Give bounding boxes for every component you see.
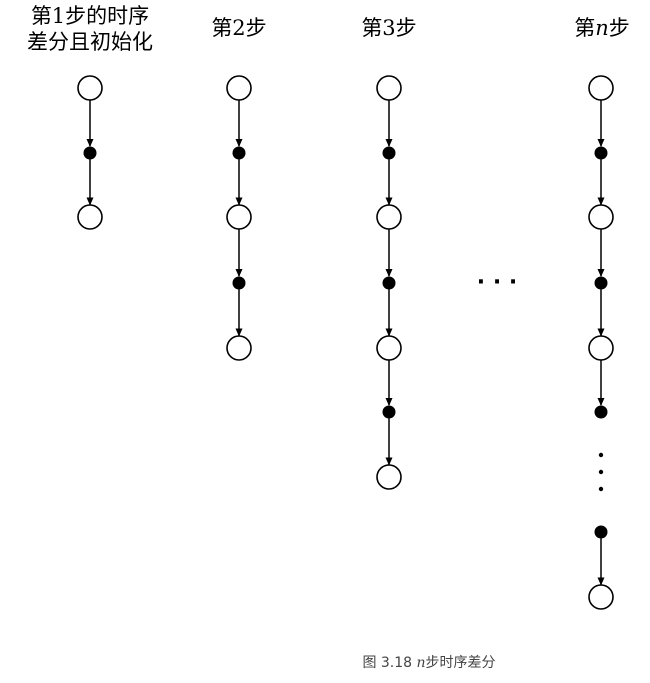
caption-pre: 图 3.18 [362,655,417,671]
action-node-1 [594,276,608,290]
state-node-3 [588,584,614,610]
column-title-step-1-line-1: 第1步的时序 [30,4,150,28]
vertical-ellipsis-dot-0 [598,452,604,458]
action-node-1 [232,276,246,290]
state-node-1 [77,204,103,230]
column-title-step-2-text: 第2步 [211,16,267,40]
action-node-3 [594,525,608,539]
state-node-1 [588,204,614,230]
state-node-2 [376,335,402,361]
column-title-step-n-pre: 第 [574,16,596,40]
column-title-step-1: 第1步的时序 差分且初始化 [10,3,170,55]
column-title-step-n-post: 步 [608,16,630,40]
state-node-0 [376,75,402,101]
state-node-2 [226,335,252,361]
action-node-0 [83,146,97,160]
action-node-2 [382,405,396,419]
state-node-1 [376,204,402,230]
state-node-0 [77,75,103,101]
chain-step-2 [226,75,252,361]
figure-caption: 图 3.18 n步时序差分 [0,652,650,672]
caption-var: n [416,655,426,671]
caption-post: 步时序差分 [425,655,496,671]
chain-step-n [588,75,614,610]
column-title-step-3-text: 第3步 [361,16,417,40]
state-node-3 [376,464,402,490]
state-node-0 [588,75,614,101]
action-node-0 [382,146,396,160]
state-node-0 [226,75,252,101]
column-title-step-n: 第n步 [552,15,650,41]
vertical-ellipsis-dot-1 [598,469,604,475]
horizontal-ellipsis: · · · [476,270,518,295]
action-node-2 [594,405,608,419]
action-node-0 [594,146,608,160]
column-title-step-3: 第3步 [339,15,439,41]
backup-diagram [77,75,614,610]
state-node-1 [226,204,252,230]
chain-step-3 [376,75,402,490]
diagram-layer [77,75,614,610]
column-title-step-n-var: n [595,16,609,40]
vertical-ellipsis-dot-2 [598,486,604,492]
action-node-1 [382,276,396,290]
column-title-step-1-line-2: 差分且初始化 [27,30,153,54]
action-node-0 [232,146,246,160]
column-title-step-2: 第2步 [189,15,289,41]
state-node-2 [588,335,614,361]
chain-step-1 [77,75,103,230]
